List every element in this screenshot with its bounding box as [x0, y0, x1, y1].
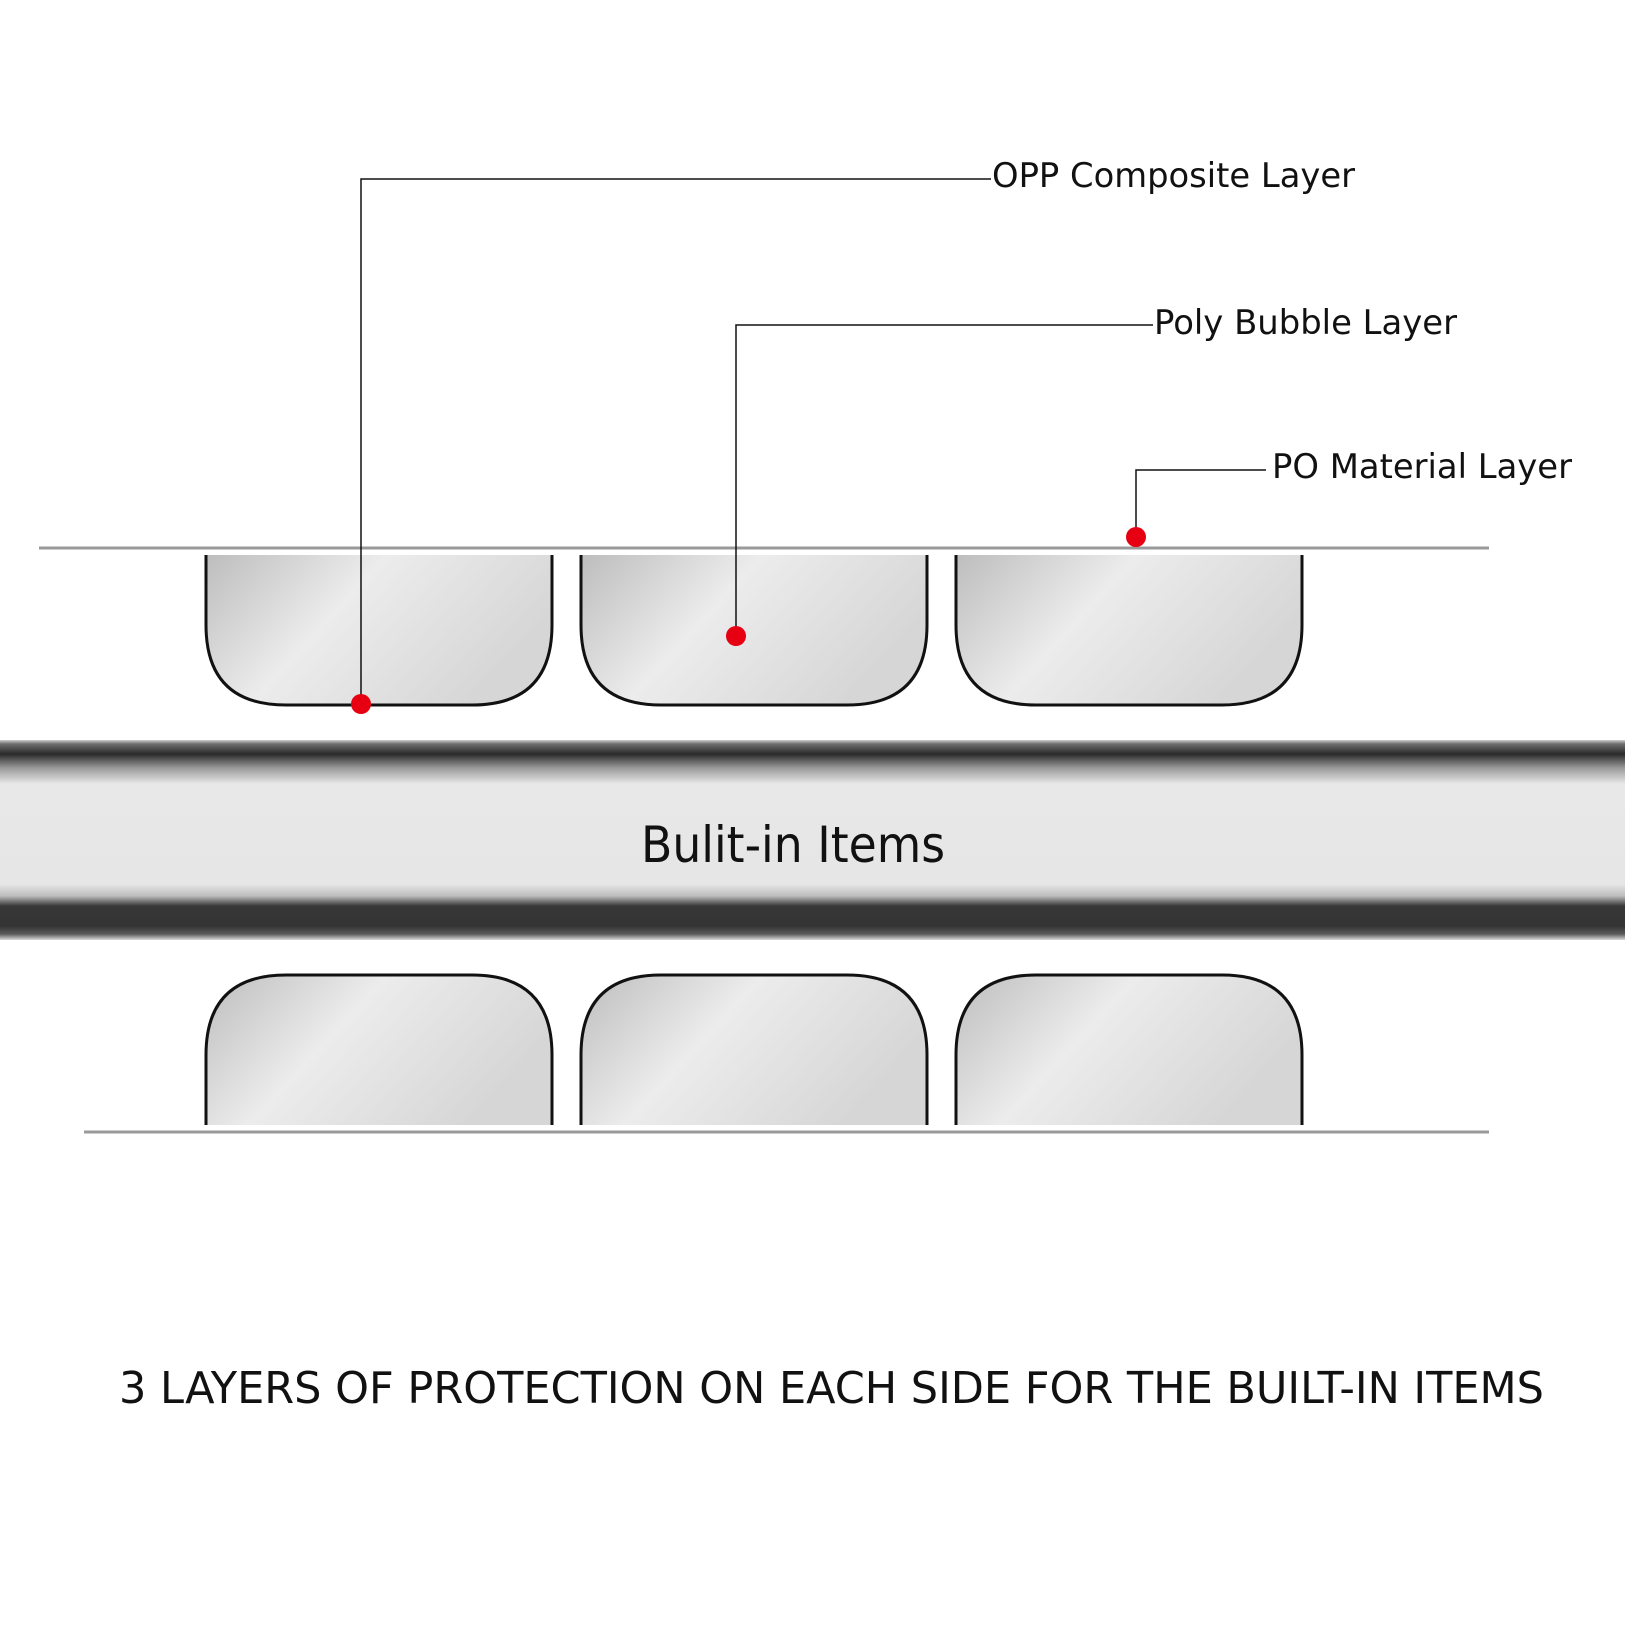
po-marker-dot	[1126, 527, 1146, 547]
caption-text: 3 LAYERS OF PROTECTION ON EACH SIDE FOR …	[119, 1363, 1544, 1414]
opp-composite-layer-label: OPP Composite Layer	[992, 156, 1355, 196]
built-in-items-band	[0, 740, 1625, 940]
opp-leader-line	[360, 178, 991, 704]
po-material-layer-label: PO Material Layer	[1272, 447, 1572, 487]
built-in-items-label: Bulit-in Items	[641, 816, 945, 874]
bottom-bubble-2	[579, 973, 929, 1125]
poly-leader-line	[735, 324, 1153, 636]
top-bubble-3	[954, 555, 1304, 707]
bottom-bubble-3	[954, 973, 1304, 1125]
top-bubble-2	[579, 555, 929, 707]
po-leader-line	[1135, 469, 1266, 537]
poly-bubble-layer-label: Poly Bubble Layer	[1154, 303, 1457, 343]
top-bubbles	[204, 555, 1304, 707]
poly-marker-dot	[726, 626, 746, 646]
opp-marker-dot	[351, 694, 371, 714]
top-bubble-1	[204, 555, 554, 707]
bottom-bubble-1	[204, 973, 554, 1125]
bottom-bubbles	[204, 973, 1304, 1125]
